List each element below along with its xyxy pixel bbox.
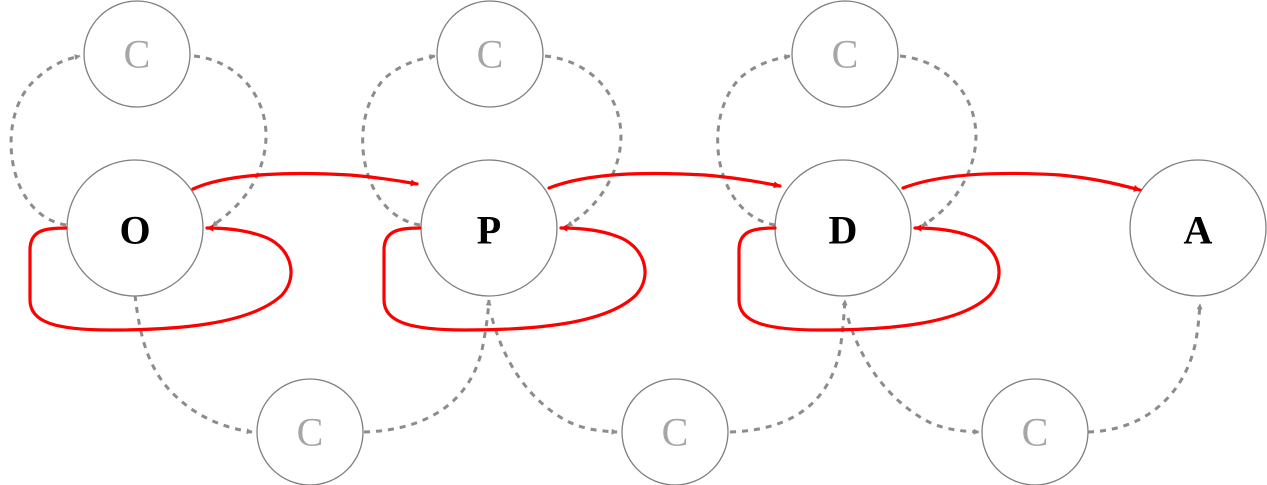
edge-o-to-c-top-1 [9,54,81,227]
edge-c-top-2-to-p [544,54,623,228]
edge-d-to-c-bottom-3 [846,317,980,435]
edge-c-bottom-3-to-a [1087,303,1203,434]
aux-node-bottom-1: C [256,378,364,485]
main-node-o: O [66,159,204,297]
edge-p-to-d [547,171,782,190]
edge-c-top-3-to-d [899,54,978,228]
aux-node-label: C [1022,410,1049,455]
edge-o-to-c-bottom-1 [133,294,253,435]
aux-node-label: C [297,410,324,455]
aux-node-label: C [662,410,689,455]
main-node-a: A [1129,159,1267,297]
self-loop-p [382,224,647,332]
main-node-label: D [829,208,858,253]
edge-o-to-p [191,171,419,191]
edge-p-to-c-top-2 [361,54,436,227]
main-node-label: P [477,208,501,253]
aux-edges [9,54,1203,435]
main-edges [28,171,1142,332]
main-node-d: D [774,159,912,297]
aux-node-label: C [124,32,151,77]
edge-p-to-c-bottom-2 [490,317,618,435]
edge-c-top-1-to-o [193,54,268,228]
aux-node-top-3: C [791,0,899,108]
aux-node-bottom-3: C [981,378,1089,485]
aux-node-top-2: C [436,0,544,108]
self-loop-d [737,224,1001,332]
aux-node-bottom-2: C [621,378,729,485]
edge-c-bottom-2-to-d [729,299,848,434]
edge-c-bottom-1-to-p [363,299,492,434]
edge-d-to-c-top-3 [716,54,791,227]
aux-node-label: C [477,32,504,77]
self-loop-o [28,224,293,332]
nodes: C C C O P D A C [66,0,1267,485]
edge-d-to-a [901,171,1142,192]
aux-node-label: C [832,32,859,77]
aux-node-top-1: C [83,0,191,108]
main-node-p: P [420,159,558,297]
main-node-label: O [119,208,150,253]
main-node-label: A [1184,208,1213,253]
